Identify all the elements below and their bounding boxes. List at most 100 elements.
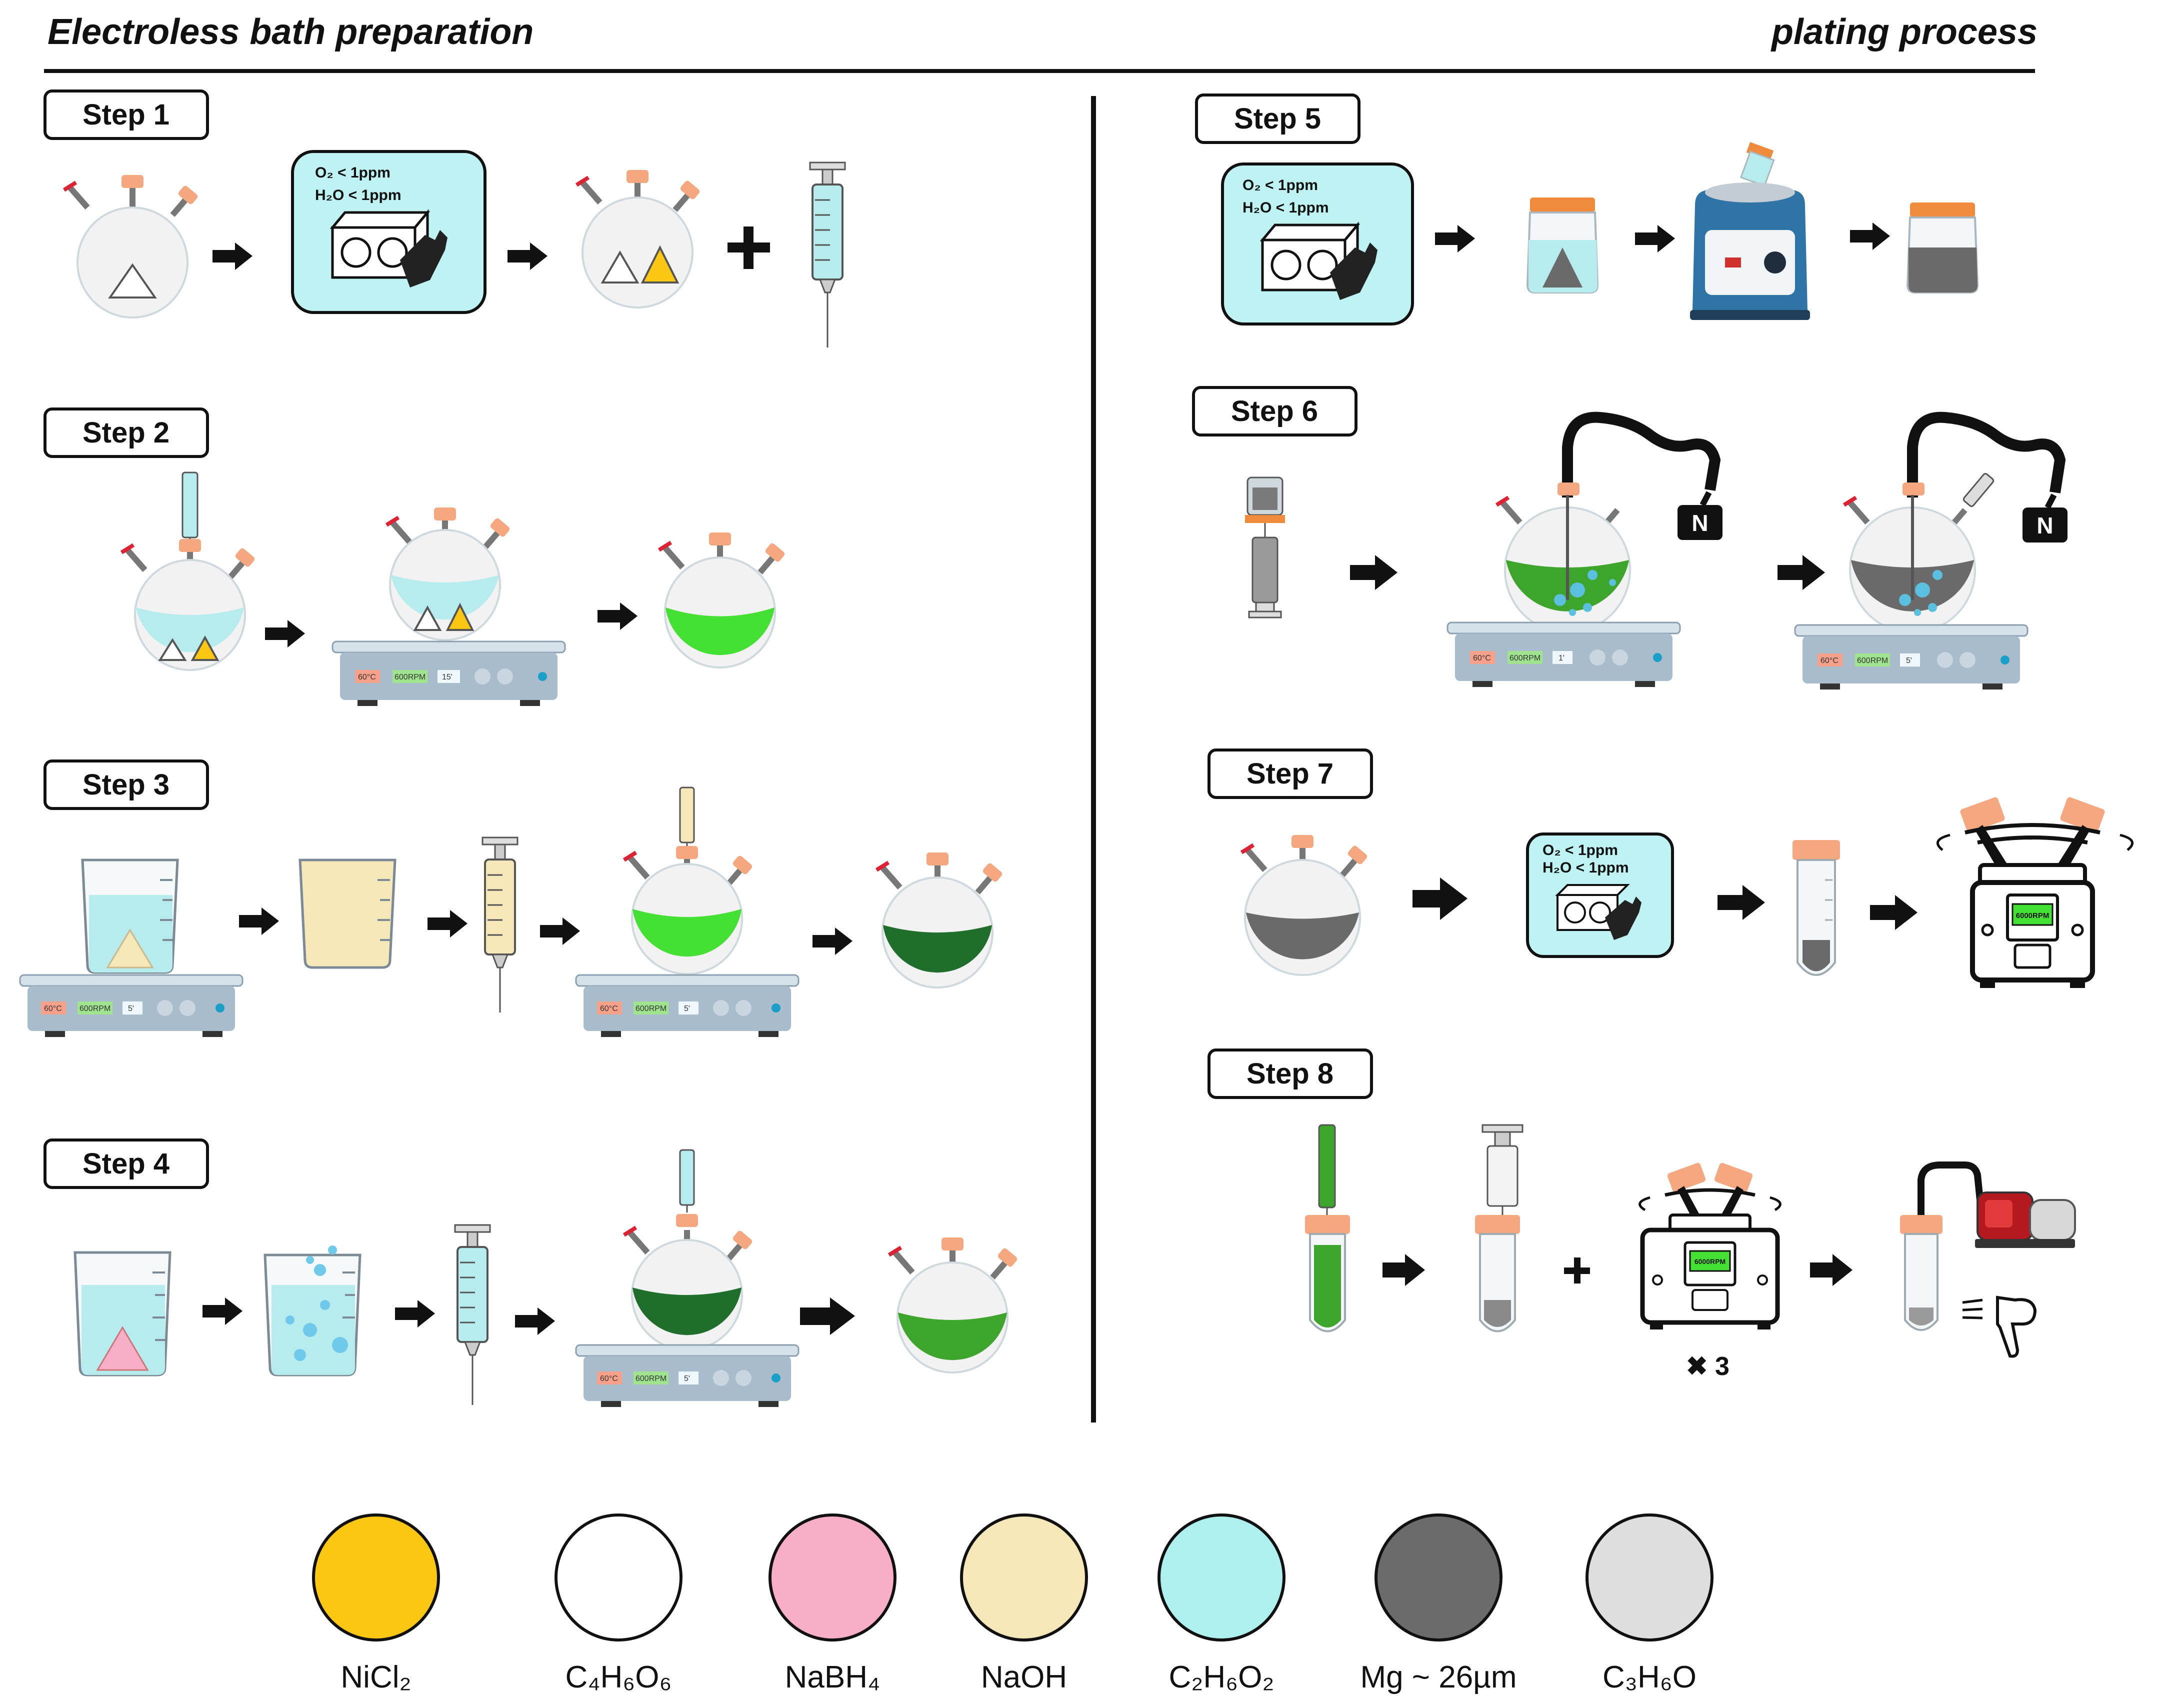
- step2-hotplate-flask: [385, 508, 510, 641]
- legend-item: C₄H₆O₆: [554, 1514, 682, 1694]
- step3-beaker-on-hotplate: 60°C 600RPM 5': [19, 858, 244, 1037]
- arrow-icon: [800, 1298, 855, 1335]
- svg-text:H₂O < 1ppm: H₂O < 1ppm: [1542, 860, 1629, 876]
- svg-text:60°C: 60°C: [1473, 654, 1491, 662]
- arrow-icon: [212, 242, 252, 270]
- svg-text:5': 5': [684, 1374, 690, 1383]
- step8-green-tube-with-syringe: [1305, 1124, 1350, 1332]
- hair-dryer-icon: [1962, 1296, 2037, 1358]
- legend-swatch: [768, 1514, 896, 1642]
- step7-centrifuge: 6000RPM: [1936, 797, 2134, 988]
- arrow-icon: [1870, 895, 1918, 930]
- step7-centrifuge-tube: [1792, 840, 1840, 976]
- legend-item: Mg ~ 26µm: [1360, 1514, 1517, 1694]
- arrow-icon: [515, 1308, 555, 1335]
- arrow-icon: [540, 918, 580, 945]
- svg-text:Step 7: Step 7: [1246, 758, 1334, 790]
- arrow-icon: [265, 620, 305, 648]
- svg-text:Step 5: Step 5: [1234, 102, 1321, 135]
- step4-bubbling-beaker: [264, 1246, 362, 1376]
- step6-mg-syringe: [1245, 476, 1285, 618]
- step1-empty-flask: [62, 175, 198, 318]
- repeat-count: ✖ 3: [1686, 1352, 1730, 1381]
- arrow-icon: [202, 1298, 242, 1325]
- legend-swatch: [960, 1514, 1088, 1642]
- svg-text:5': 5': [128, 1004, 134, 1013]
- svg-text:600RPM: 600RPM: [1510, 654, 1540, 662]
- arrow-icon: [1718, 885, 1765, 920]
- step5-vortex-mixer: [1690, 142, 1810, 320]
- svg-text:O₂ < 1ppm: O₂ < 1ppm: [1242, 177, 1318, 194]
- legend-swatch: [554, 1514, 682, 1642]
- step-7-label: Step 7: [1208, 748, 1373, 799]
- svg-text:600RPM: 600RPM: [394, 673, 426, 682]
- step8-centrifuge: 6000RPM: [1638, 1162, 1782, 1330]
- step6-flask-grey: N 60°C 600RPM 5': [1794, 412, 2068, 690]
- step-6-label: Step 6: [1192, 386, 1358, 436]
- svg-text:600RPM: 600RPM: [1857, 656, 1888, 665]
- arrow-icon: [1435, 225, 1475, 252]
- legend-label: C₄H₆O₆: [565, 1660, 672, 1694]
- arrow-icon: [1350, 555, 1398, 590]
- legend-item: NaOH: [960, 1514, 1088, 1694]
- step2-green-flask: [658, 532, 785, 668]
- step8-drying-tube: [1900, 1162, 1984, 1331]
- legend-item: C₃H₆O: [1586, 1514, 1714, 1694]
- arrow-icon: [395, 1300, 435, 1328]
- svg-text:Step 4: Step 4: [82, 1148, 170, 1180]
- legend-item: NiCl₂: [312, 1514, 440, 1694]
- legend-swatch: [1586, 1514, 1714, 1642]
- step4-result-flask: [888, 1238, 1018, 1374]
- svg-text:Step 2: Step 2: [82, 416, 170, 449]
- step4-flask-on-hotplate: 60°C 600RPM 5': [575, 1149, 800, 1407]
- svg-text:N: N: [2036, 512, 2053, 538]
- svg-text:N: N: [1692, 510, 1708, 536]
- svg-text:O₂ < 1ppm: O₂ < 1ppm: [1542, 842, 1618, 858]
- svg-text:15': 15': [442, 673, 452, 682]
- svg-text:600RPM: 600RPM: [636, 1374, 666, 1383]
- svg-text:H₂O < 1ppm: H₂O < 1ppm: [1242, 200, 1329, 216]
- arrow-icon: [1412, 878, 1468, 920]
- svg-text:60°C: 60°C: [358, 673, 376, 682]
- vacuum-pump-icon: [1975, 1192, 2076, 1248]
- svg-text:60°C: 60°C: [1820, 656, 1838, 665]
- svg-text:6000RPM: 6000RPM: [2016, 912, 2050, 920]
- step3-dark-green-flask: [875, 852, 1002, 988]
- arrow-icon: [428, 910, 468, 938]
- plus-icon: [1564, 1258, 1590, 1284]
- step5-jar-with-mg: [1526, 198, 1599, 294]
- step-2-label: Step 2: [44, 408, 209, 458]
- legend-label: NiCl₂: [340, 1660, 411, 1694]
- step5-jar-mixed: [1906, 202, 1979, 294]
- svg-text:600RPM: 600RPM: [80, 1004, 110, 1013]
- legend-swatch: [1158, 1514, 1286, 1642]
- step7-grey-flask: [1240, 835, 1368, 976]
- right-header-title: plating process: [1770, 12, 2038, 52]
- legend-label: Mg ~ 26µm: [1360, 1660, 1516, 1694]
- arrow-icon: [1850, 222, 1890, 250]
- step-3-label: Step 3: [44, 760, 209, 810]
- svg-text:H₂O < 1ppm: H₂O < 1ppm: [315, 187, 402, 204]
- step3-naoh-beaker: [298, 858, 396, 969]
- svg-text:Step 8: Step 8: [1246, 1058, 1334, 1090]
- step-4-label: Step 4: [44, 1138, 209, 1189]
- svg-text:O₂ < 1ppm: O₂ < 1ppm: [315, 164, 390, 181]
- arrow-icon: [239, 908, 279, 935]
- legend-swatch: [312, 1514, 440, 1642]
- step6-flask-ultrasonic-probe: N 60°C 600RPM 1': [1446, 412, 1722, 687]
- arrow-icon: [1635, 225, 1675, 252]
- svg-text:600RPM: 600RPM: [636, 1004, 666, 1013]
- plus-icon: [728, 226, 770, 269]
- step4-nabh4-syringe: [454, 1224, 491, 1405]
- svg-text:5': 5': [684, 1004, 690, 1013]
- step8-washed-tube: [1475, 1124, 1524, 1332]
- step4-nabh4-beaker: [74, 1251, 172, 1376]
- arrow-icon: [598, 602, 638, 630]
- svg-text:Step 3: Step 3: [82, 768, 170, 801]
- left-header-title: Electroless bath preparation: [48, 12, 534, 52]
- step2-hotplate: 60°C 600RPM 15': [332, 640, 566, 706]
- step1-syringe: [809, 162, 846, 348]
